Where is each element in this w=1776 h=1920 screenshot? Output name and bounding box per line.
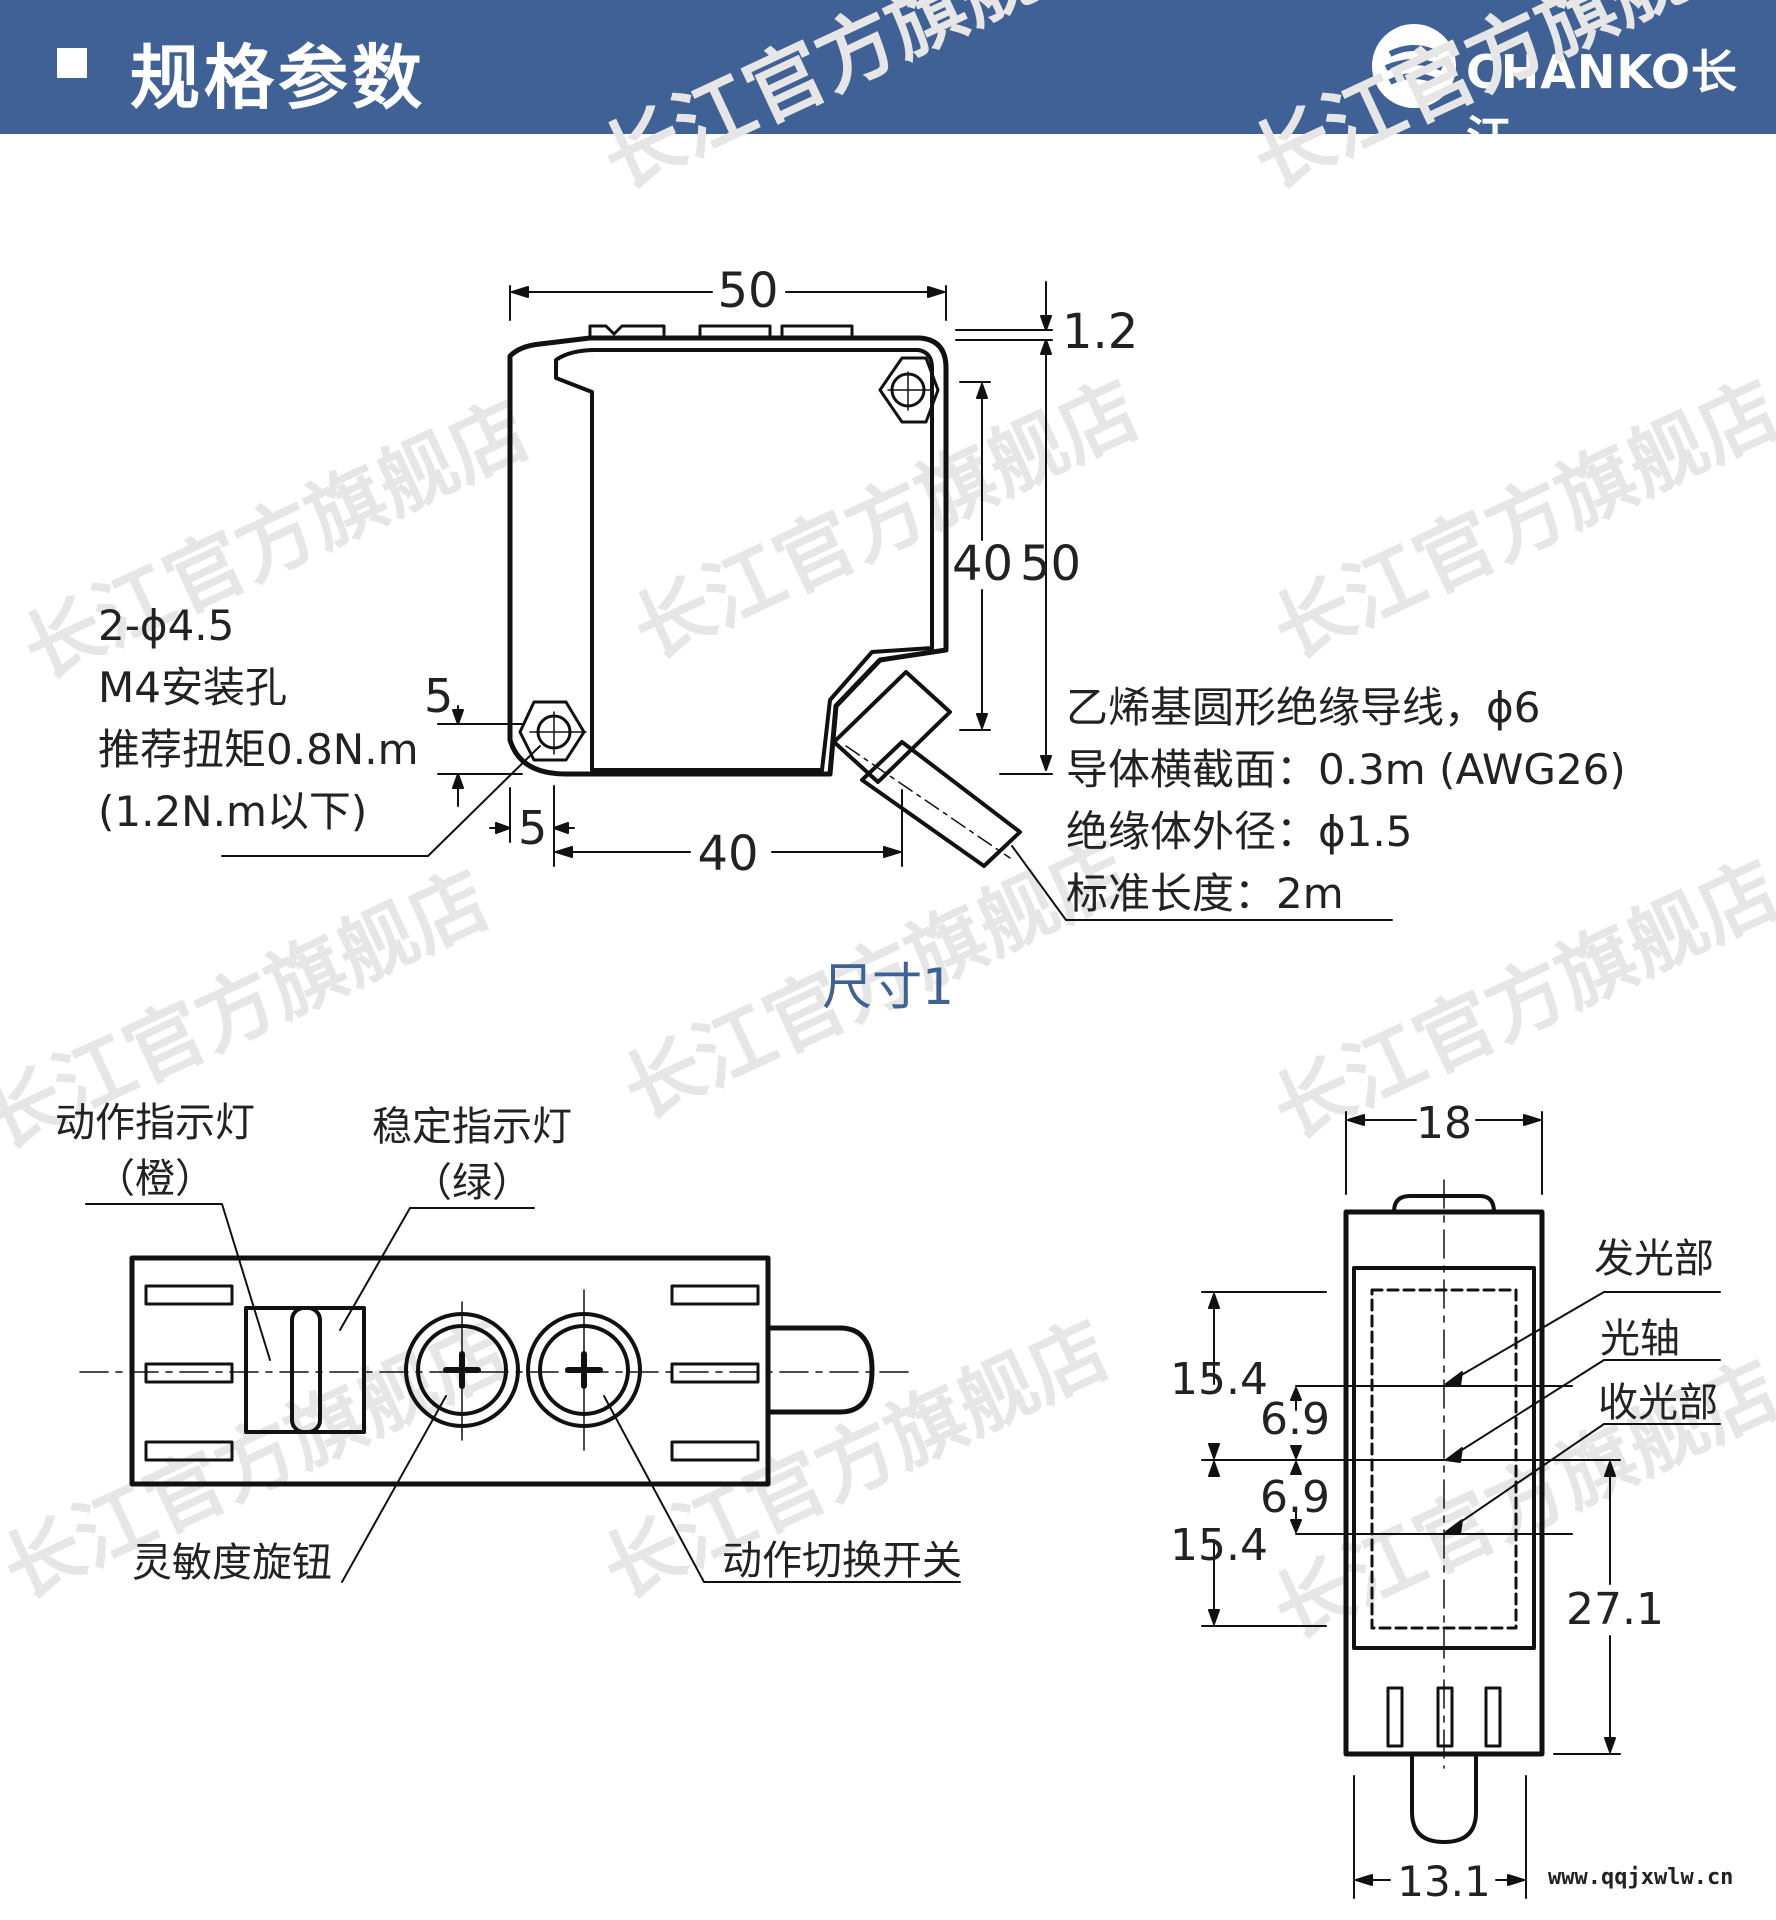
label-receiver: 收光部 — [1598, 1380, 1718, 1426]
mode-switch-icon — [526, 1289, 642, 1451]
front-body-outline — [507, 335, 949, 777]
page-title: 规格参数 — [130, 37, 426, 119]
label-emitter: 发光部 — [1594, 1236, 1714, 1282]
label-action-light: 动作指示灯 — [55, 1100, 255, 1146]
chanko-logo-icon — [1372, 24, 1456, 108]
watermark-text: 长江官方旗舰店 — [620, 365, 1153, 677]
header-bullet-icon — [57, 48, 87, 78]
sensitivity-knob-icon — [404, 1301, 520, 1441]
label-sensitivity-knob: 灵敏度旋钮 — [132, 1540, 332, 1586]
top-leaders — [85, 1203, 961, 1583]
header-bar: 规格参数 CHANKO长江 — [0, 0, 1776, 165]
watermark-text: 长江官方旗舰店 — [1260, 365, 1776, 677]
front-dimensions — [221, 281, 1393, 921]
label-stable-light: 稳定指示灯 — [372, 1104, 572, 1150]
hole-note-line: 推荐扭矩0.8N.m — [98, 725, 418, 774]
top-cable-stub — [765, 1325, 875, 1415]
dim-side-width: 18 — [1416, 1098, 1472, 1149]
label-stable-light-color: （绿） — [412, 1160, 532, 1206]
mount-hole-upper — [878, 356, 940, 424]
side-top-tab — [1392, 1194, 1496, 1214]
dim-side-lower-inner: 6.9 — [1260, 1472, 1330, 1523]
indicator-lights-icon — [244, 1306, 366, 1434]
cable-note-line: 乙烯基圆形绝缘导线，ϕ6 — [1066, 683, 1540, 732]
dim-side-upper: 15.4 — [1170, 1354, 1268, 1405]
vent-slots — [144, 1284, 760, 1462]
label-action-light-color: （橙） — [95, 1156, 215, 1202]
dim-front-left-offset: 5 — [424, 669, 453, 723]
dim-front-inner-height: 40 — [952, 536, 1013, 592]
cable-gland — [832, 670, 1022, 868]
side-dimensions — [1201, 1111, 1721, 1899]
side-plug — [1410, 1752, 1478, 1844]
dim-front-bottom-offset: 5 — [518, 801, 547, 855]
dim-side-upper-inner: 6.9 — [1260, 1394, 1330, 1445]
cable-note-line: 导体横截面：0.3m (AWG26) — [1066, 745, 1626, 794]
hole-note-line: 2-ϕ4.5 — [98, 601, 234, 650]
watermark-text: 长江官方旗舰店 — [590, 0, 1123, 207]
dim-front-width: 50 — [717, 263, 778, 319]
top-connectors — [588, 324, 854, 340]
cable-note-line: 绝缘体外径：ϕ1.5 — [1066, 807, 1413, 856]
dim-front-base: 40 — [697, 826, 758, 882]
dim-front-height: 50 — [1020, 536, 1081, 592]
hole-note-line: M4安装孔 — [98, 663, 287, 712]
label-optical-axis: 光轴 — [1600, 1316, 1680, 1362]
dim-side-plug: 13.1 — [1397, 1857, 1491, 1906]
watermark-text: 长江官方旗舰店 — [1240, 0, 1773, 207]
dim-front-top-offset: 1.2 — [1062, 304, 1138, 360]
top-body-outline — [129, 1255, 771, 1487]
cable-note-line: 标准长度：2m — [1066, 869, 1344, 918]
label-mode-switch: 动作切换开关 — [722, 1538, 962, 1584]
brand-logo-text: CHANKO长江 — [1466, 45, 1739, 165]
side-view: 18 15.4 6.9 6.9 15.4 27.1 13.1 发光部 光轴 收光… — [1170, 1098, 1733, 1906]
hole-note-line: (1.2N.m以下) — [98, 787, 367, 836]
mount-hole-lower — [518, 700, 587, 762]
dim-side-lower: 15.4 — [1170, 1520, 1268, 1571]
footer-site-url: www.qqjxwlw.cn — [1548, 1865, 1733, 1890]
side-pins — [1386, 1686, 1502, 1748]
caption-size-1: 尺寸1 — [822, 958, 954, 1016]
top-view: 动作指示灯 （橙） 稳定指示灯 （绿） 灵敏度旋钮 动作切换开关 — [55, 1100, 962, 1586]
dim-side-right: 27.1 — [1566, 1584, 1664, 1635]
watermark-text: 长江官方旗舰店 — [10, 385, 543, 697]
front-view: 50 1.2 40 50 5 5 40 2-ϕ4.5 M4安装孔 推荐扭矩0.8… — [98, 263, 1626, 1016]
front-body-inner — [554, 348, 934, 772]
